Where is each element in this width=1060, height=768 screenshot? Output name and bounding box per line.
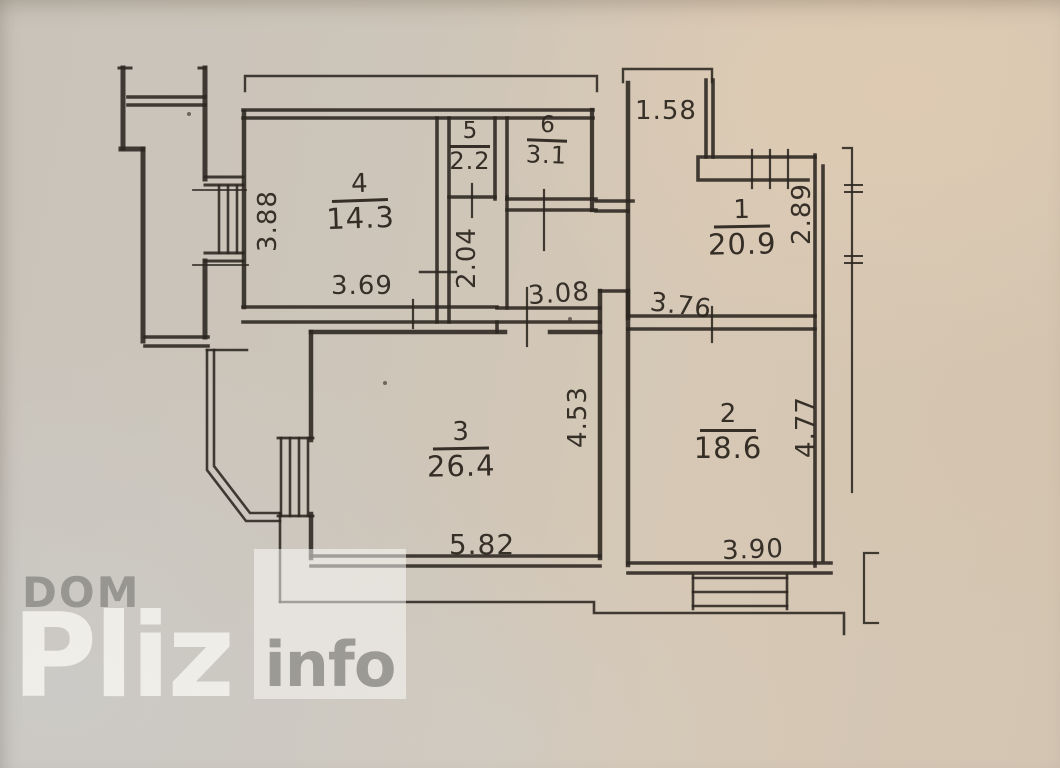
dim-room2-bottom-label: 3.90 [721,533,785,567]
rooms-1-2-walls [598,78,833,575]
dim-corridor-label: 2.04 [452,227,482,289]
room-4-label: 4 14.3 [314,168,406,236]
room-5-area: 2.2 [449,147,491,175]
dim-room3-bottom-label: 5.82 [448,528,516,561]
room-4-walls [241,109,499,330]
bay-window-outline [205,348,282,523]
room-1-label: 1 20.9 [696,195,787,262]
watermark-pliz: Pliz [12,589,235,724]
dim-shaft-top-label: 1.58 [635,96,697,126]
room-5-label: 5 2.2 [438,119,502,175]
room-5-number: 5 [450,119,490,148]
dim-room4-left-label: 3.88 [253,190,283,252]
dimension-lines [243,67,880,625]
room3-window-band [276,436,315,518]
room-2-number: 2 [700,400,756,432]
scan-speck [187,112,191,116]
scan-speck [383,381,387,385]
room-6-number: 6 [526,112,568,143]
rooms-5-6-walls [447,107,635,252]
watermark-info-label: info [264,628,397,701]
room-3-area: 26.4 [426,448,496,484]
dim-room2-right-label: 4.77 [791,396,821,458]
room4-left-window [192,175,249,340]
room-6-area: 3.1 [525,140,568,170]
room-3-number: 3 [432,417,489,451]
top-exterior-wall [241,108,595,120]
scan-speck [568,317,572,321]
room-2-label: 2 18.6 [688,400,768,465]
room-3-label: 3 26.4 [415,417,506,484]
stairwell-block-walls [117,65,210,348]
room2-balcony-window [691,573,789,611]
room-4-area: 14.3 [325,199,396,237]
room-2-area: 18.6 [693,431,763,465]
watermark-dom: DOM [22,568,141,617]
room-4-number: 4 [330,169,388,203]
dim-room1-right-label: 2.89 [787,183,817,245]
room-1-area: 20.9 [707,226,777,262]
room-1-number: 1 [713,195,770,229]
room-6-label: 6 3.1 [511,112,583,170]
watermark-info-box [254,549,406,699]
dim-room3-right-label: 4.53 [563,386,593,448]
dim-room4-bottom-label: 3.69 [331,271,393,301]
